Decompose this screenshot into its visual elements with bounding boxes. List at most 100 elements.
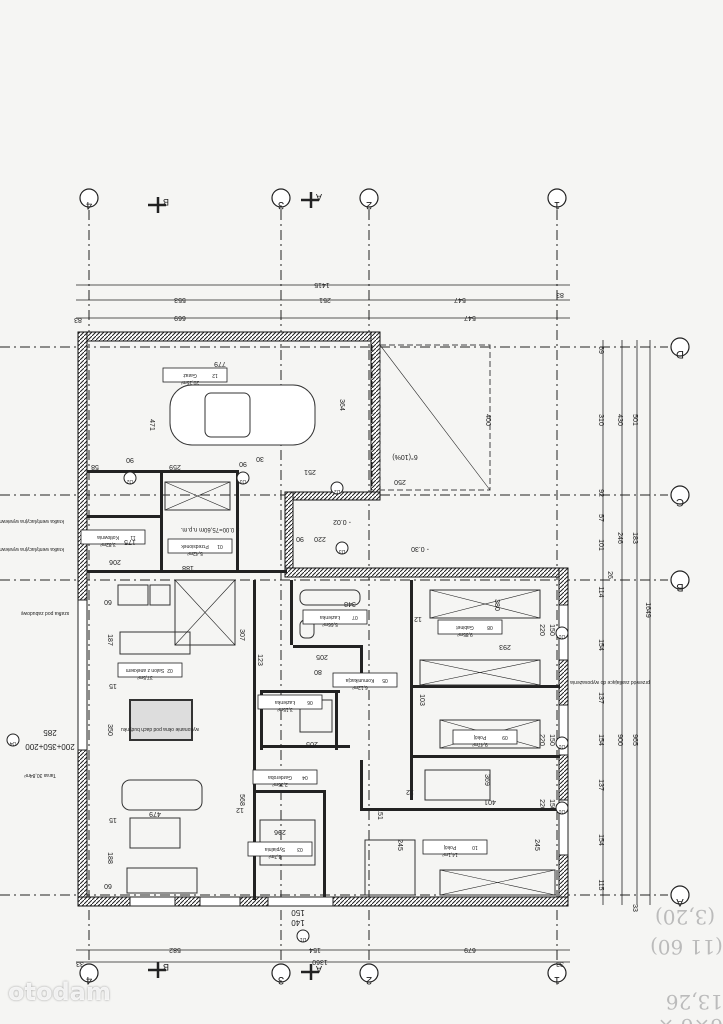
room-tag	[452, 729, 518, 745]
axis-bubble	[271, 963, 291, 983]
room-name: Łazienka	[275, 699, 295, 705]
axis-bubble	[670, 885, 690, 905]
driveway-diagonal	[379, 344, 491, 491]
room-tag	[117, 662, 183, 678]
window-code-bubble	[335, 541, 349, 555]
room-tag	[437, 619, 503, 635]
dimension-label: 26	[606, 571, 613, 579]
interior-wall	[236, 470, 239, 570]
dimension-label: 33	[556, 960, 564, 967]
room-tag	[252, 769, 318, 785]
room-area: 3,82m²	[100, 541, 116, 547]
interior-wall	[323, 790, 326, 900]
room-area: 37,5m²	[137, 674, 153, 680]
sink	[149, 584, 171, 606]
interior-wall	[335, 690, 338, 750]
dimension-label: 246	[616, 532, 623, 544]
axis-label: B	[676, 581, 683, 593]
annotation-vent2: kratka wentylacyjna wywiewna	[0, 546, 64, 552]
room-name: Przedsionek	[181, 543, 209, 549]
dimension-label: 33	[631, 904, 638, 912]
dimension-label: 175	[124, 538, 136, 545]
window-code-bubble	[555, 626, 569, 640]
dimension-label: 60	[104, 598, 112, 605]
dimension-label: 779	[214, 360, 226, 367]
dimension-label: 183	[631, 532, 638, 544]
annotation-level3: - 0.30	[411, 545, 429, 552]
axis-bubble	[79, 963, 99, 983]
axis-bubble	[547, 963, 567, 983]
axis-label: 3	[278, 199, 284, 211]
dimension-label: 307	[238, 629, 245, 641]
dimension-label: 364	[338, 399, 345, 411]
dimension-label: 154	[597, 639, 604, 651]
watermark: otodam	[8, 978, 111, 1006]
dimension-label: 114	[597, 586, 604, 597]
interior-wall	[410, 580, 413, 690]
section-label: A	[316, 964, 322, 974]
window-code-bubble	[555, 801, 569, 815]
dimension-label: 369	[483, 774, 490, 786]
axis-label: 3	[278, 974, 284, 986]
tv-cabinet	[126, 867, 198, 894]
dimension-label: 69	[597, 346, 604, 354]
axis-bubble	[670, 570, 690, 590]
section-label: A	[316, 192, 322, 202]
sofa	[121, 779, 203, 811]
room-number: 06	[307, 699, 313, 705]
dimension-label: 245	[533, 839, 540, 851]
dimension-label: 154	[309, 946, 321, 953]
room-area: 2,35m²	[272, 781, 288, 787]
axis-bubble	[547, 188, 567, 208]
interior-wall	[293, 645, 363, 648]
wardrobe	[164, 481, 231, 511]
annotation-ext-note: przewód zasilające do wyposażenia	[570, 679, 650, 685]
kitchen-island	[119, 631, 191, 655]
room-number: 02	[167, 667, 173, 673]
room-number: 11	[130, 534, 135, 540]
dimension-label: 401	[484, 798, 496, 805]
section-label: B	[163, 962, 169, 972]
dimension-label: 582	[169, 946, 181, 953]
annotation-level: ± 0.00=75,60m n.p.m.	[180, 526, 239, 532]
room-name: Pokój	[474, 734, 487, 740]
room-area: 14,1m²	[442, 851, 458, 857]
room-tag	[302, 609, 368, 625]
dimension-label: 669	[174, 314, 186, 321]
room-area: 8,7m²	[268, 853, 281, 859]
axis-bubble	[271, 188, 291, 208]
room-number: 09	[502, 734, 508, 740]
interior-wall	[360, 760, 363, 810]
wardrobe	[429, 589, 541, 619]
window-size: 220	[538, 799, 545, 811]
annotation-door-w: 140	[291, 918, 305, 927]
room-name: Salon z aneksem	[126, 667, 164, 673]
wardrobe-cross	[419, 659, 541, 686]
section-label: B	[163, 197, 169, 207]
dimension-label: 83	[74, 316, 82, 323]
room-number: 12	[212, 372, 218, 378]
bed	[364, 839, 416, 896]
handwritten-note: 6×6 × 13,26	[658, 990, 723, 1024]
axis-label: 1	[554, 199, 560, 211]
interior-wall	[260, 745, 350, 748]
interior-wall	[360, 645, 363, 685]
dimension-label: 12	[236, 806, 244, 813]
room-name: Garderoba	[268, 774, 292, 780]
room-tag	[422, 839, 488, 855]
dimension-label: 296	[274, 828, 286, 835]
window-code-bubble	[555, 736, 569, 750]
wardrobe-cross	[429, 589, 541, 619]
dimension-label: 90	[126, 456, 134, 463]
dimension-label: 965	[631, 734, 638, 746]
dimension-label: 380	[493, 599, 500, 611]
dimension-label: 188	[106, 852, 113, 864]
dimension-label: 90	[296, 535, 304, 542]
room-name: Garaż	[183, 372, 197, 378]
wardrobe	[439, 719, 541, 749]
wardrobe	[174, 579, 236, 646]
cooktop	[117, 584, 149, 606]
dimension-label: 83	[556, 291, 564, 298]
room-name: Kotłownia	[97, 534, 119, 540]
dimension-label: 90	[239, 460, 247, 467]
